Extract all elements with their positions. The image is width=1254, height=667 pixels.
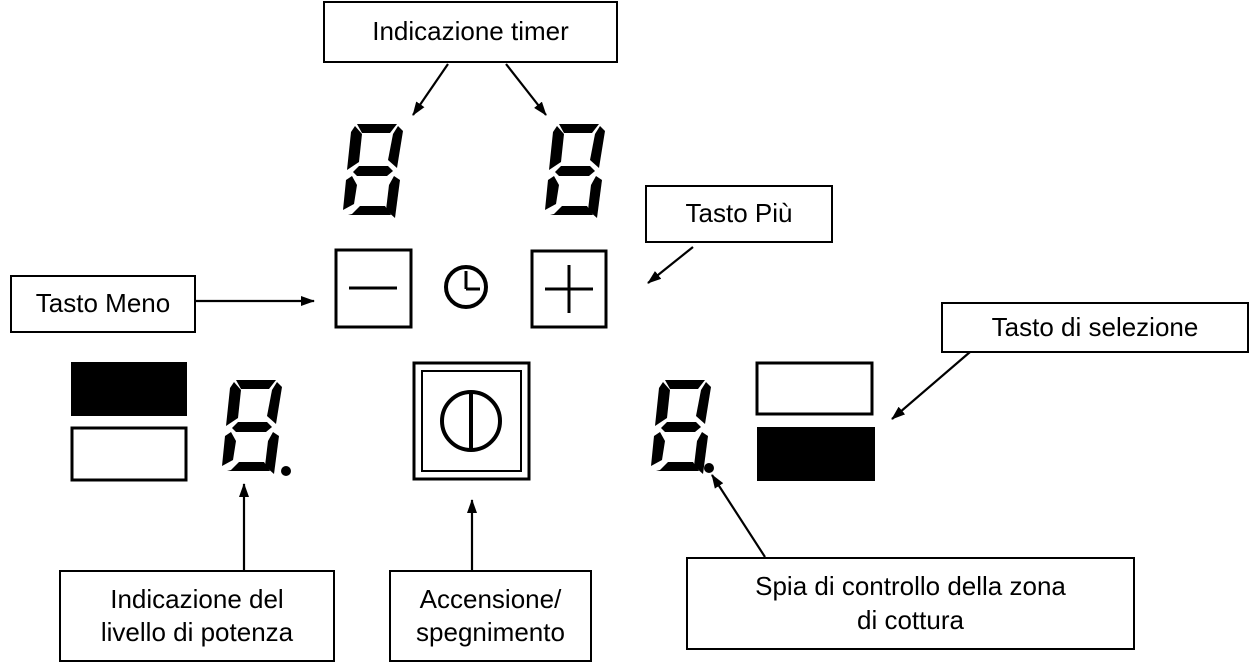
minus-key[interactable] <box>334 248 413 329</box>
right-zone-key-bottom[interactable] <box>757 427 875 481</box>
label-selection-key: Tasto di selezione <box>941 302 1249 353</box>
label-selection-key-text: Tasto di selezione <box>991 311 1199 342</box>
clock-icon <box>444 265 488 309</box>
label-timer: Indicazione timer <box>323 1 618 63</box>
left-zone-key-top[interactable] <box>71 362 187 416</box>
label-timer-text: Indicazione timer <box>372 16 569 47</box>
power-key[interactable] <box>412 361 531 481</box>
timer-digit-left <box>343 124 403 218</box>
left-power-level-digit <box>222 380 291 476</box>
arrow-timer-right <box>505 63 547 116</box>
arrow-indicator <box>711 474 766 558</box>
label-onoff-line1: Accensione/ <box>419 583 562 614</box>
power-icon <box>440 390 502 452</box>
label-indicator: Spia di controllo della zona di cottura <box>686 557 1135 650</box>
arrow-selection <box>891 351 971 420</box>
arrow-plus <box>647 246 694 284</box>
label-plus-key: Tasto Più <box>645 185 833 243</box>
label-plus-key-text: Tasto Più <box>685 198 793 229</box>
label-power-level-line1: Indicazione del <box>110 583 284 614</box>
label-power-level: Indicazione del livello di potenza <box>59 570 335 662</box>
plus-icon <box>545 265 593 313</box>
label-indicator-line2: di cottura <box>857 604 964 635</box>
label-minus-key: Tasto Meno <box>10 275 196 333</box>
right-zone-digit <box>651 380 714 474</box>
timer-digit-right <box>545 124 605 218</box>
left-zone-key-bottom[interactable] <box>70 426 188 482</box>
arrow-timer-left <box>412 63 449 116</box>
label-onoff: Accensione/ spegnimento <box>389 570 592 662</box>
label-power-level-line2: livello di potenza <box>100 617 294 647</box>
cooking-zone-indicator-dot <box>704 463 714 473</box>
label-minus-key-text: Tasto Meno <box>35 288 171 319</box>
label-onoff-line2: spegnimento <box>416 617 565 647</box>
label-indicator-line1: Spia di controllo della zona <box>755 571 1066 602</box>
right-zone-key-top[interactable] <box>755 361 874 416</box>
plus-key[interactable] <box>530 249 608 329</box>
